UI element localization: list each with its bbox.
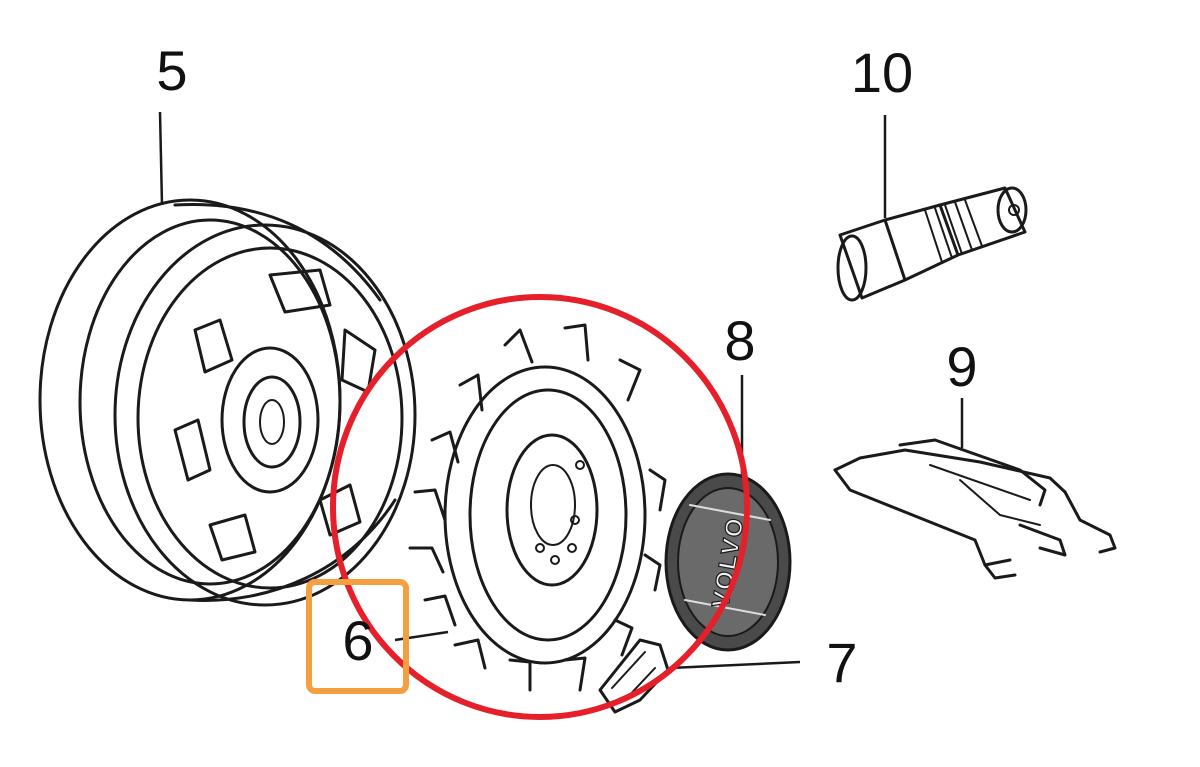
finned-disc-drawing [394, 323, 667, 692]
leader-line-6 [394, 630, 449, 642]
callout-6: 6 [342, 609, 373, 672]
callout-10: 10 [851, 41, 913, 104]
highlight-box [306, 579, 409, 694]
leader-line-5 [158, 111, 164, 206]
valve-stem-drawing [836, 115, 1028, 302]
callout-8: 8 [724, 309, 755, 372]
retaining-clip-drawing [598, 638, 801, 714]
callout-7: 7 [826, 631, 857, 694]
leader-line-7 [669, 660, 801, 670]
highlight-circle [330, 294, 750, 720]
callout-5: 5 [156, 39, 187, 102]
spring-clip-drawing [833, 398, 1117, 580]
wheel-rim-drawing [38, 111, 417, 607]
callout-9: 9 [946, 335, 977, 398]
